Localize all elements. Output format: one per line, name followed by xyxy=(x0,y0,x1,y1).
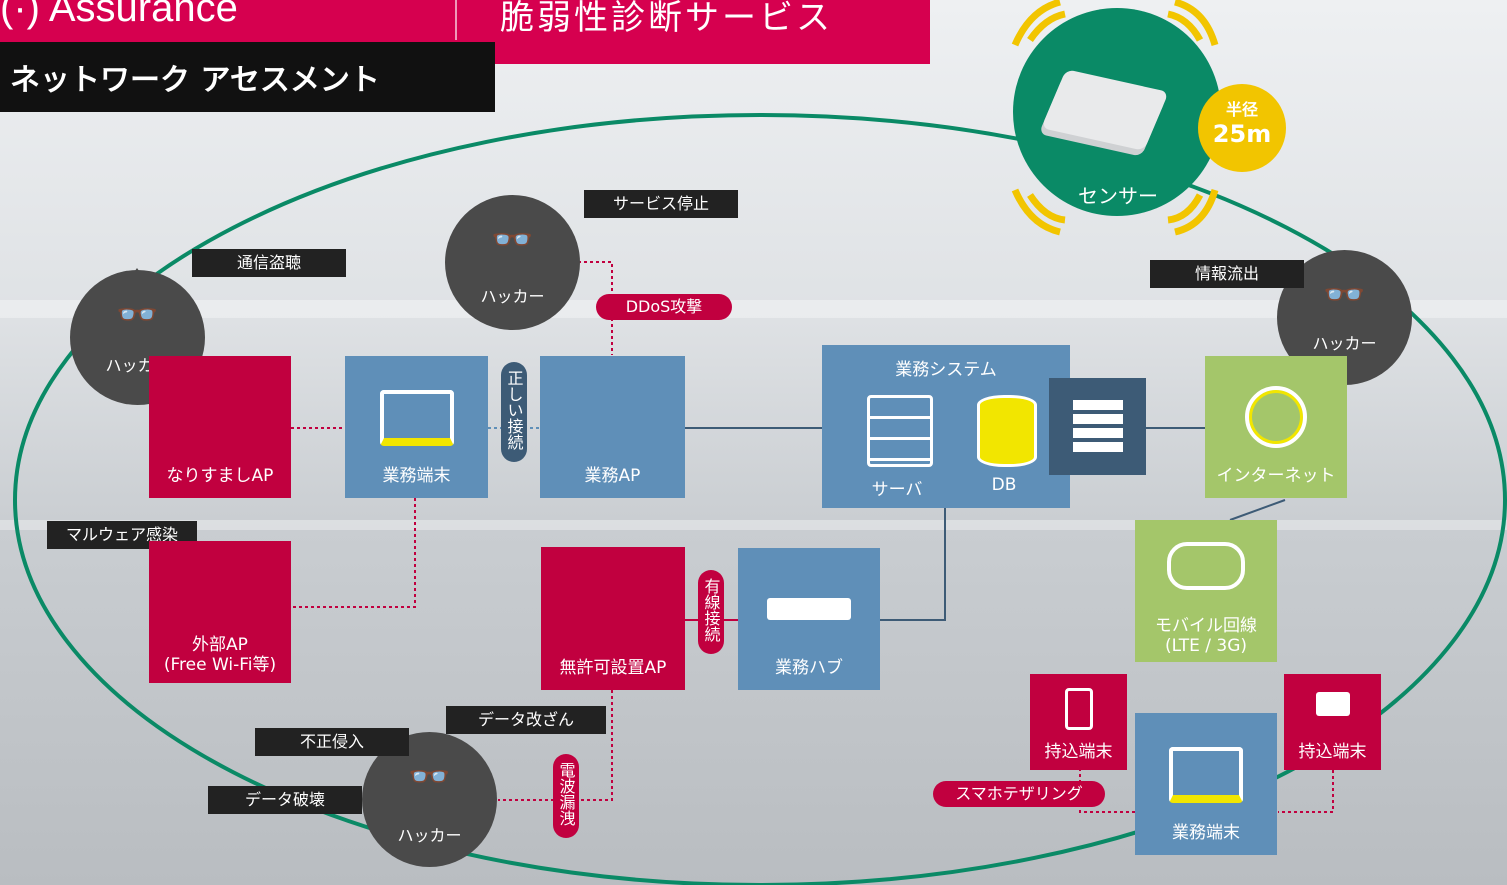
biz-system-title: 業務システム xyxy=(895,360,997,380)
laptop-icon xyxy=(1169,747,1243,803)
node-biz-hub: 業務ハブ xyxy=(738,548,880,690)
node-internet: インターネット xyxy=(1205,356,1347,498)
node-biz-terminal-2: 業務端末 xyxy=(1135,713,1277,855)
header-divider xyxy=(455,0,457,40)
node-unauth-ap: 無許可設置AP xyxy=(541,547,685,690)
tethering-label: スマホテザリング xyxy=(933,781,1105,807)
tag-intrusion: 不正侵入 xyxy=(255,728,409,756)
page-title: ネットワーク アセスメント xyxy=(0,42,495,112)
wired-connection-label: 有線接続 xyxy=(698,570,724,654)
server-icon xyxy=(867,395,933,467)
hub-icon xyxy=(767,598,851,620)
node-byod-left: 持込端末 xyxy=(1030,674,1127,770)
tag-data-destroy: データ破壊 xyxy=(208,786,362,814)
sensor-coverage-ellipse xyxy=(13,113,1507,885)
node-biz-terminal: 業務端末 xyxy=(345,356,488,498)
radio-leak-label: 電波漏洩 xyxy=(553,754,579,838)
service-name: 脆弱性診断サービス xyxy=(500,0,833,38)
brand-logo: (·) Assurance xyxy=(0,0,238,30)
hacker-label: ハッカー xyxy=(1312,334,1377,353)
radius-value: 25m xyxy=(1212,120,1272,148)
smartphone-icon xyxy=(1064,688,1093,730)
line-system-hub xyxy=(880,508,946,621)
firewall-icon xyxy=(1049,378,1146,475)
cloud-icon xyxy=(1167,542,1245,590)
database-icon xyxy=(977,395,1037,467)
laptop-icon xyxy=(379,390,454,446)
sensor-label: センサー xyxy=(1078,184,1158,208)
server-label: サーバ xyxy=(871,480,923,500)
hacker-label: ハッカー xyxy=(480,287,545,306)
hacker-eavesdrop: 👓 ハッカー xyxy=(70,270,205,405)
radius-label: 半径 xyxy=(1225,100,1258,119)
node-byod-right: 持込端末 xyxy=(1284,674,1381,770)
correct-connection-label: 正しい接続 xyxy=(501,362,527,462)
tag-info-leak: 情報流出 xyxy=(1150,260,1304,288)
hacker-label: ハッカー xyxy=(397,826,462,845)
tag-data-tamper: データ改ざん xyxy=(446,706,606,734)
tag-service-stop: サービス停止 xyxy=(584,190,738,218)
node-rogue-ap: なりすましAP xyxy=(149,356,291,498)
radius-badge: 半径 25m xyxy=(1198,84,1286,172)
sensor-wave-icons xyxy=(1011,0,1219,236)
node-biz-system: 業務システム サーバ DB xyxy=(822,345,1070,508)
node-external-ap: 外部AP (Free Wi-Fi等) xyxy=(149,541,291,683)
globe-icon xyxy=(1245,386,1307,448)
node-biz-ap: 業務AP xyxy=(540,356,685,498)
line-internet-mobile xyxy=(1229,499,1286,521)
wifi-router-card-icon xyxy=(1315,692,1350,716)
node-mobile-line: モバイル回線 (LTE / 3G) xyxy=(1135,520,1277,662)
tag-eavesdrop: 通信盗聴 xyxy=(192,249,346,277)
ddos-label: DDoS攻撃 xyxy=(596,294,732,320)
hacker-service-stop: 👓 ハッカー xyxy=(445,195,580,330)
db-label: DB xyxy=(991,475,1017,495)
